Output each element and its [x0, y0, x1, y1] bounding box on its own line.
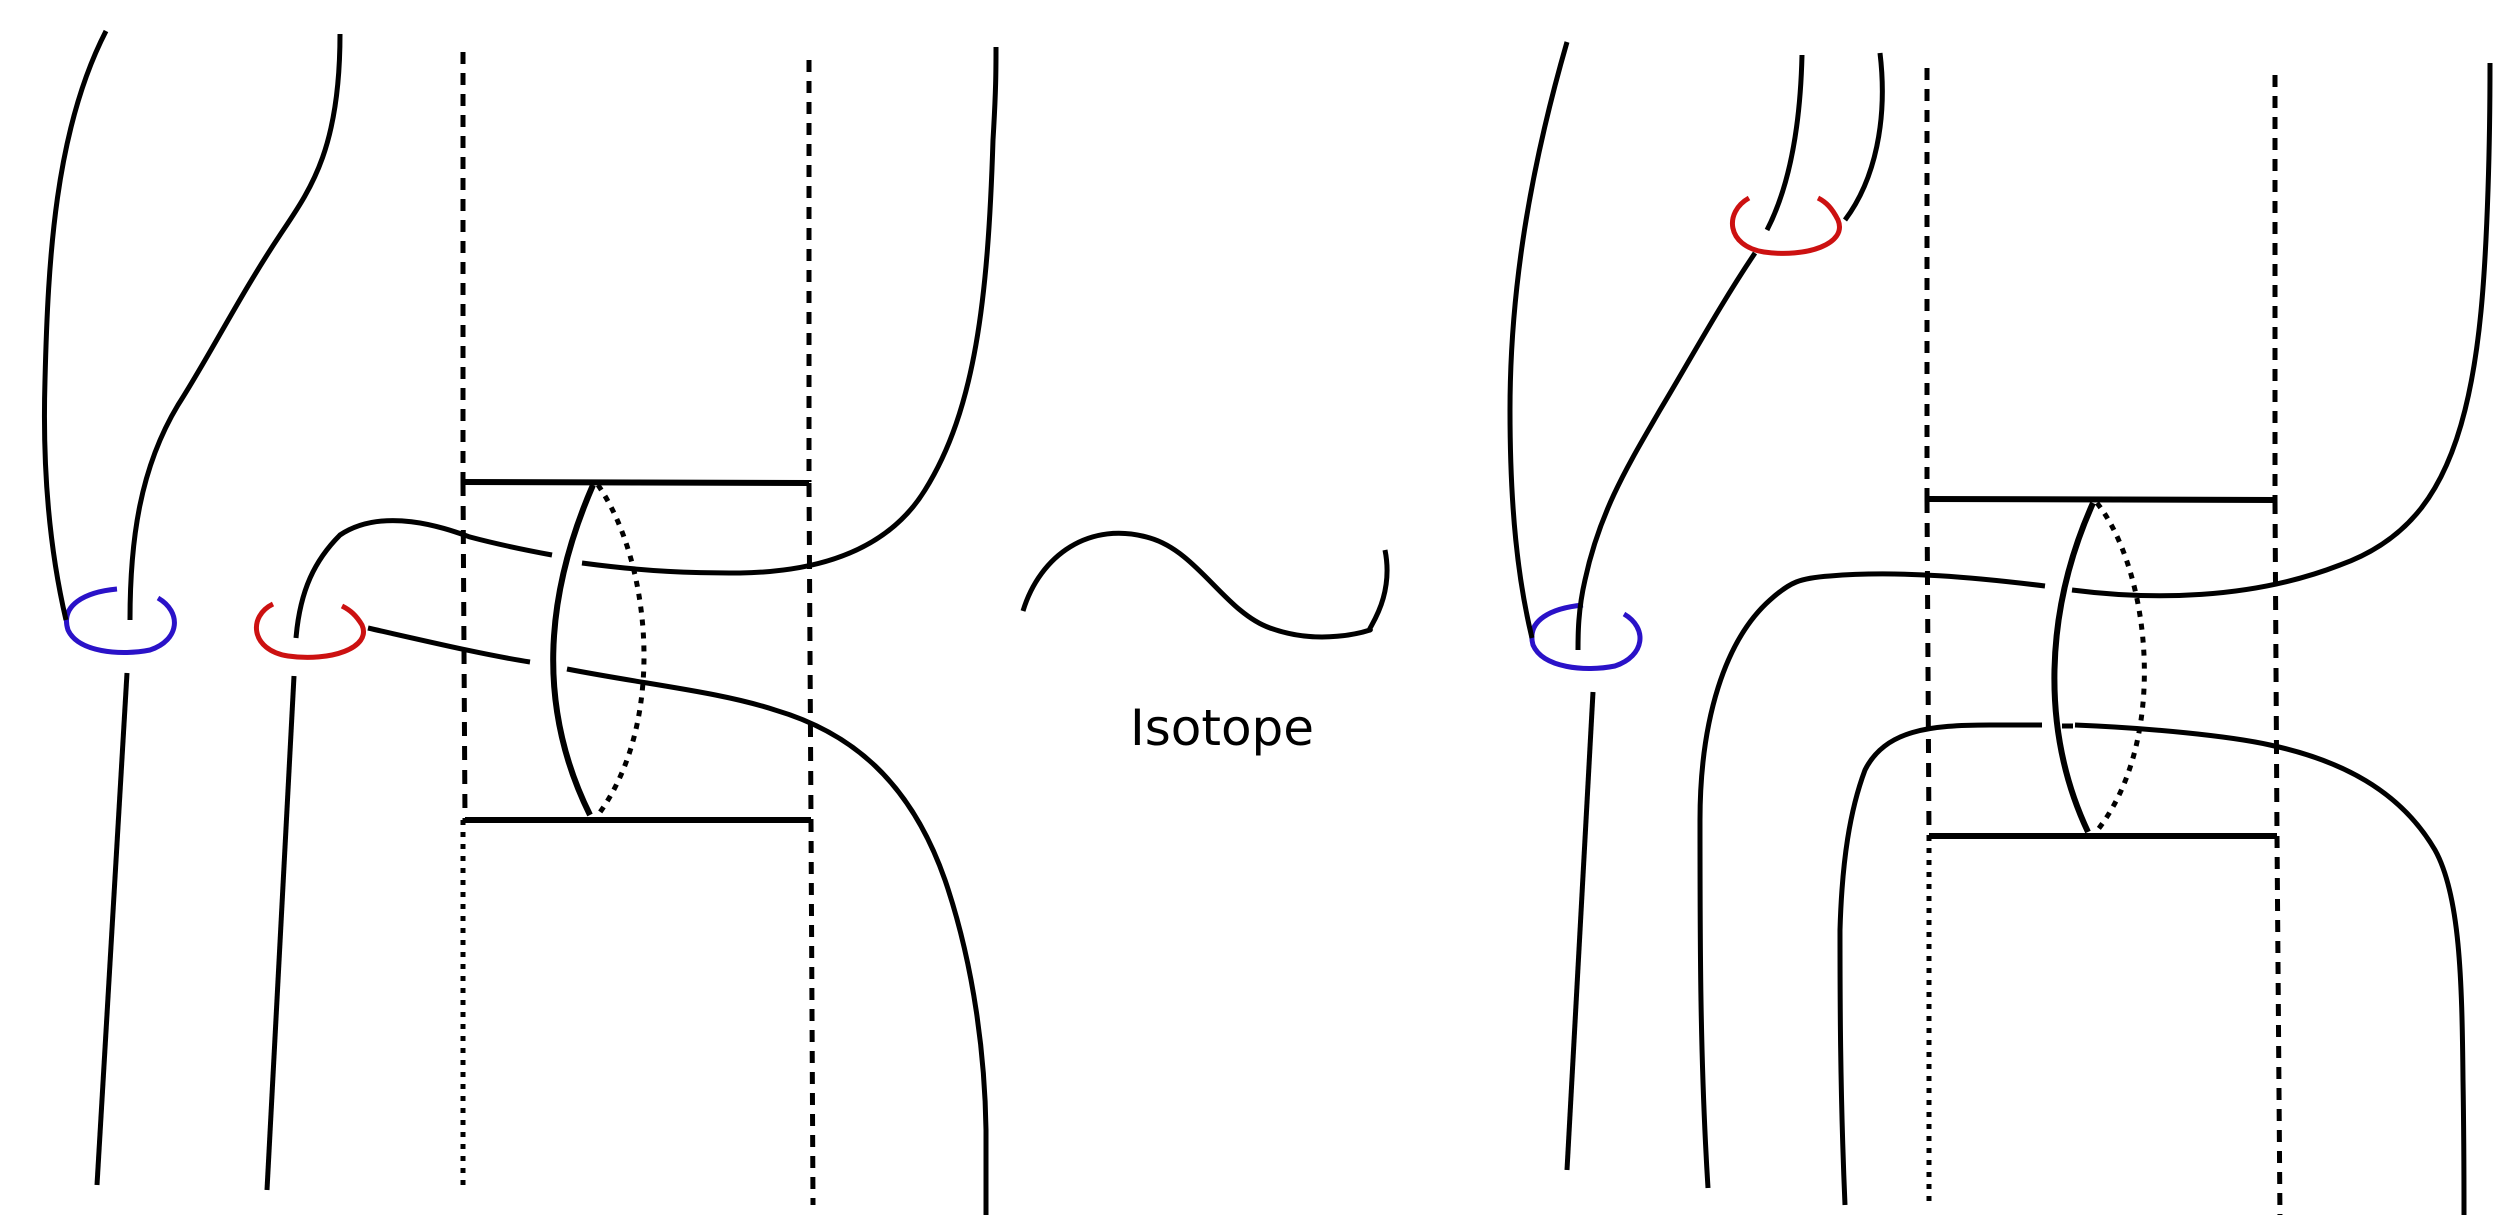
left-strand-6 — [581, 46, 999, 576]
right-blue-loop-arc — [1529, 602, 1643, 671]
right-strand-5 — [1564, 691, 1596, 1171]
left-strand-7 — [367, 625, 531, 665]
left-handle-back-arc — [595, 483, 647, 817]
isotope-label: Isotope — [1129, 699, 1315, 757]
left-handle-right-side — [806, 482, 814, 821]
left-strand-1 — [41, 29, 109, 621]
tilde-icon — [1020, 530, 1390, 640]
left-panel — [41, 29, 999, 1215]
right-blue-meridian-loop — [1529, 602, 1643, 671]
right-strand-10 — [2074, 722, 2467, 1215]
right-red-meridian-loop — [1729, 195, 1842, 256]
left-red-meridian-loop — [253, 601, 366, 660]
left-guide-line-2-lower — [808, 819, 816, 1206]
left-strand-4 — [264, 675, 297, 1191]
isotopy-symbol — [1020, 530, 1390, 640]
right-guide-line-2-lower — [2274, 835, 2283, 1215]
right-strands — [1507, 41, 2493, 1215]
right-handle — [1924, 496, 2280, 839]
left-strand-5 — [293, 518, 553, 639]
left-guide-lines — [460, 52, 816, 1206]
left-handle-front-arc — [550, 483, 596, 817]
left-strand-3 — [94, 672, 130, 1186]
right-strand-7 — [2071, 62, 2493, 599]
left-handle-top-edge — [462, 479, 810, 486]
right-handle-right-side — [2272, 499, 2280, 837]
left-red-loop-arc — [253, 601, 366, 660]
right-panel — [1507, 41, 2493, 1215]
right-strand-2 — [1575, 251, 1758, 651]
right-strand-1 — [1507, 41, 1570, 639]
right-strand-8 — [1837, 722, 2042, 1206]
right-handle-top-edge — [1926, 496, 2276, 503]
right-handle-front-arc — [2051, 501, 2096, 834]
left-strand-8 — [566, 666, 989, 1215]
right-strand-3 — [1764, 54, 1805, 232]
right-strand-6 — [1697, 571, 2046, 1189]
left-blue-meridian-loop — [64, 586, 177, 655]
left-strand-2 — [127, 33, 343, 621]
left-strands — [41, 29, 999, 1215]
right-red-loop-arc — [1729, 195, 1842, 256]
left-blue-loop-arc — [64, 586, 177, 655]
right-handle-back-arc — [2094, 501, 2147, 834]
right-handle-left-side — [1924, 498, 1932, 837]
right-guide-lines — [1924, 68, 2283, 1215]
left-handle — [460, 479, 814, 823]
right-strand-4 — [1842, 52, 1885, 222]
